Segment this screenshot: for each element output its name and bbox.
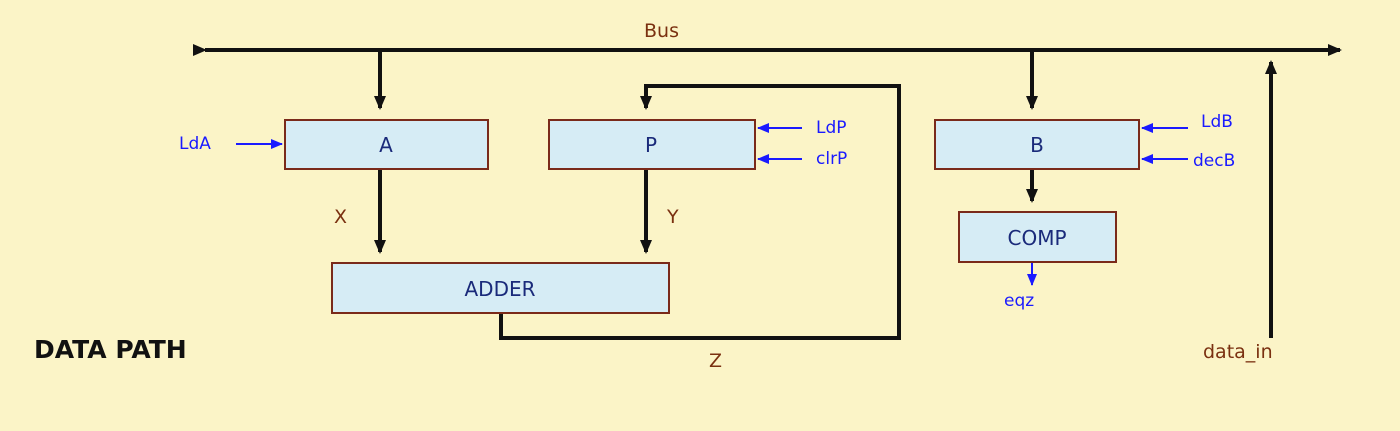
register-p-label: P xyxy=(645,133,657,157)
clrp-label: clrP xyxy=(816,149,847,169)
adder-label: ADDER xyxy=(464,277,535,301)
comparator-block xyxy=(958,211,1117,263)
comparator-label: COMP xyxy=(1007,226,1066,250)
ldb-label: LdB xyxy=(1201,112,1233,132)
diagram-title: DATA PATH xyxy=(34,335,187,364)
decb-label: decB xyxy=(1193,151,1235,171)
bus-label: Bus xyxy=(644,20,679,42)
eqz-label: eqz xyxy=(1004,291,1034,311)
x-label: X xyxy=(334,206,347,228)
register-b xyxy=(934,119,1140,170)
z-label: Z xyxy=(709,350,722,372)
z-feedback-wire xyxy=(499,84,901,340)
register-a xyxy=(284,119,489,170)
data-in-label: data_in xyxy=(1203,341,1273,363)
register-b-label: B xyxy=(1030,133,1044,157)
y-label: Y xyxy=(666,206,679,228)
ldp-label: LdP xyxy=(816,118,847,138)
lda-label: LdA xyxy=(179,134,211,154)
register-p xyxy=(548,119,756,170)
adder-block xyxy=(331,262,670,314)
register-a-label: A xyxy=(379,133,393,157)
